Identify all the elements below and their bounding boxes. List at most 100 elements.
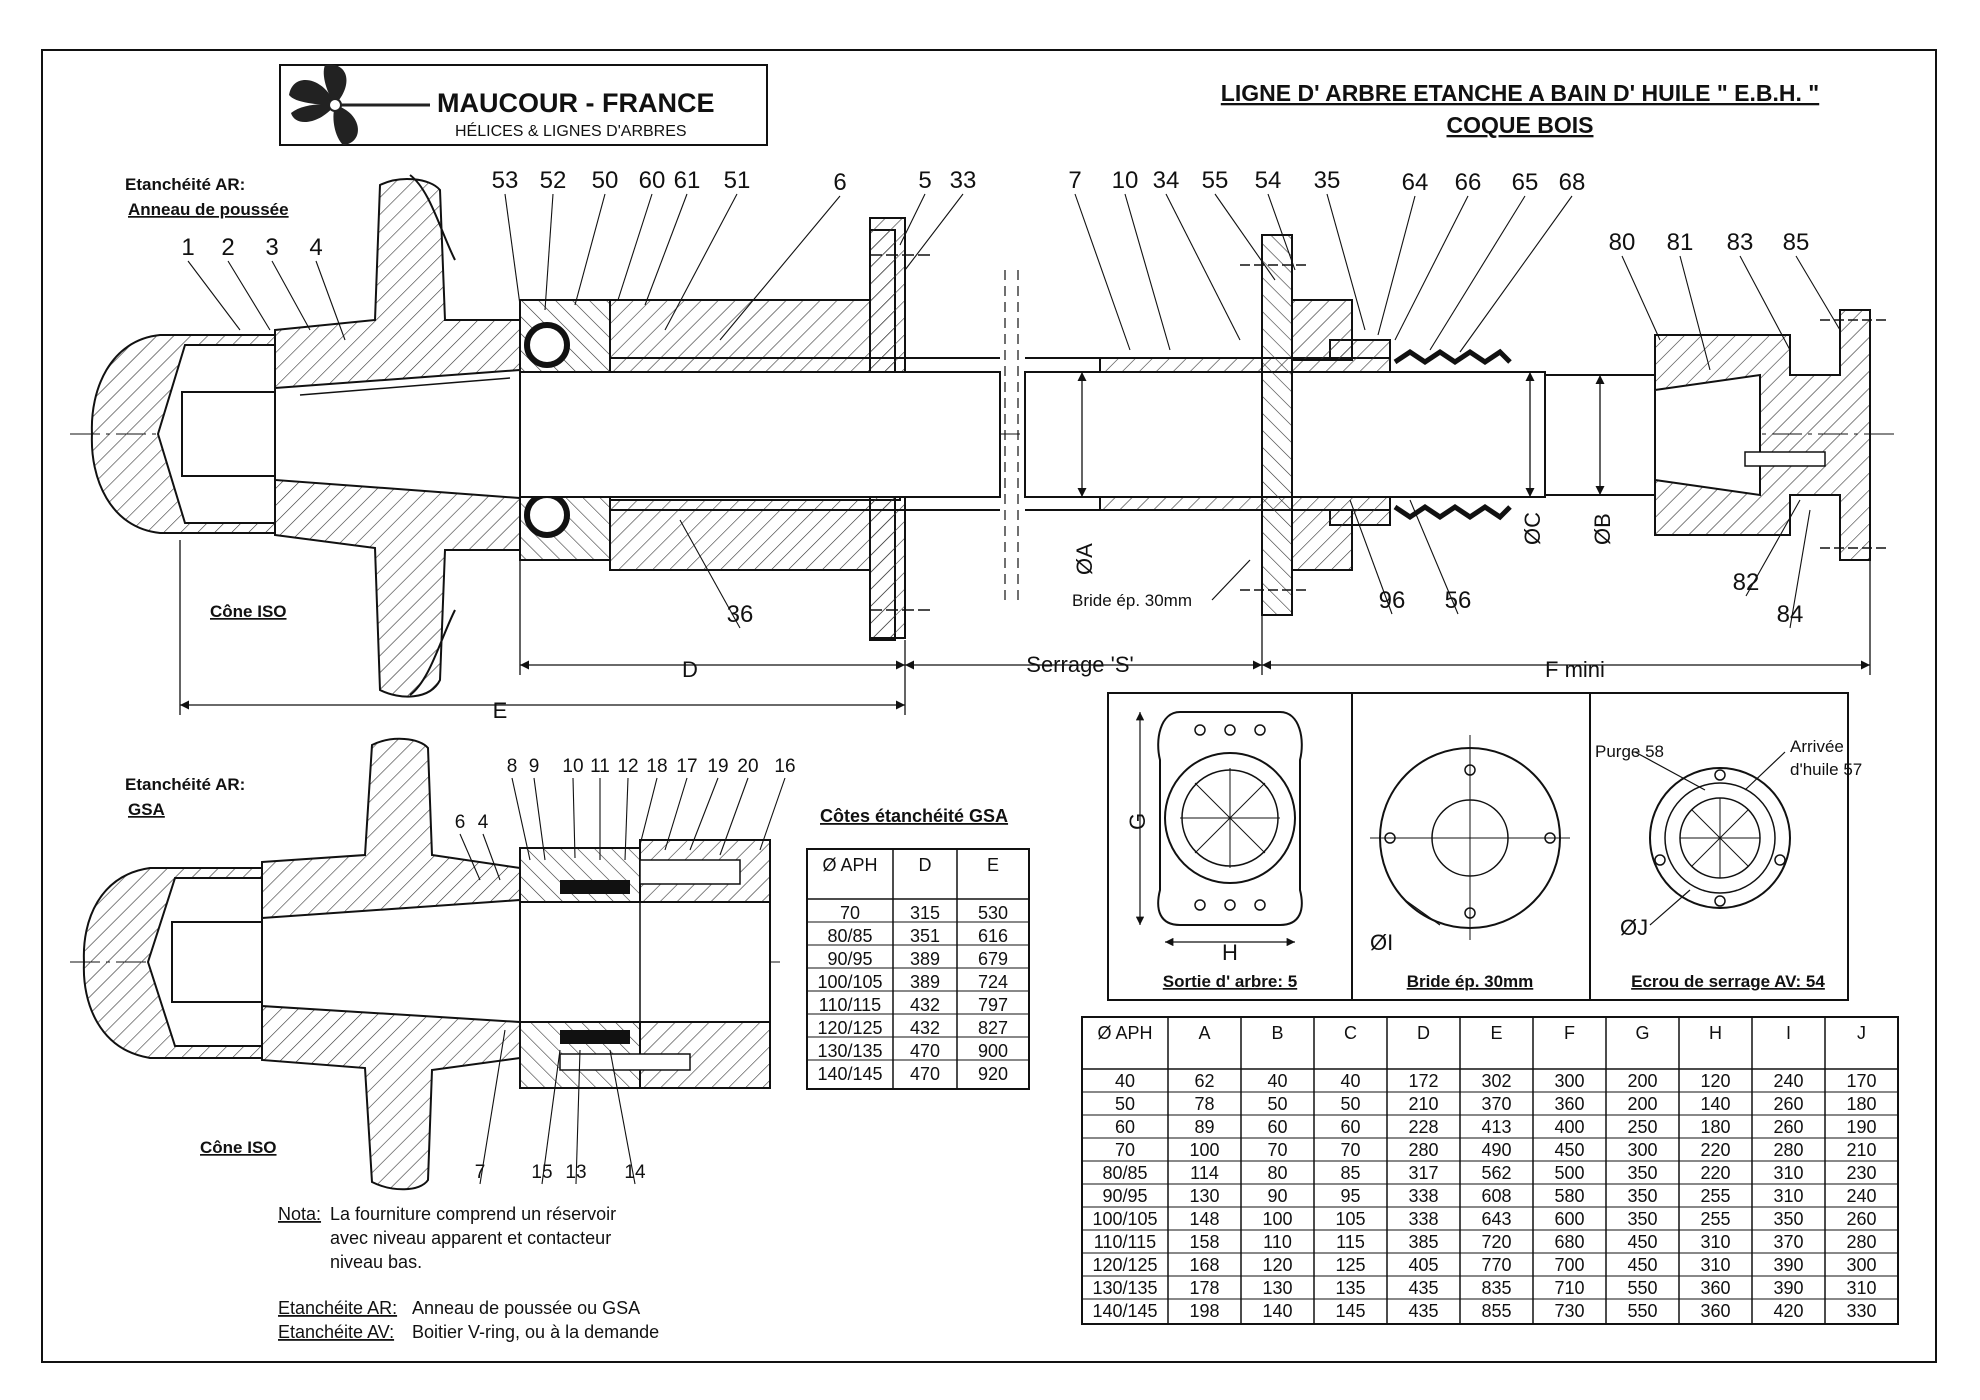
part-number-label: 18 bbox=[646, 756, 667, 777]
dia-label-C: ØC bbox=[1520, 512, 1545, 545]
main-table-cell: 210 bbox=[1408, 1094, 1438, 1114]
nota-line-1: La fourniture comprend un réservoir bbox=[330, 1204, 616, 1224]
main-table-cell: 220 bbox=[1700, 1163, 1730, 1183]
main-table-cell: 198 bbox=[1189, 1301, 1219, 1321]
purge-label: Purge 58 bbox=[1595, 742, 1664, 761]
part-number-label: 53 bbox=[492, 167, 519, 194]
part-number-label: 83 bbox=[1727, 229, 1754, 256]
part-number-label: 85 bbox=[1783, 229, 1810, 256]
main-table-cell: 450 bbox=[1554, 1140, 1584, 1160]
main-table-header: C bbox=[1344, 1023, 1357, 1043]
part-number-label: 7 bbox=[1068, 167, 1081, 194]
main-table-frame bbox=[1081, 1016, 1899, 1325]
leader-line bbox=[544, 193, 554, 311]
dim-label-D: D bbox=[682, 657, 698, 682]
panel3-label: Ecrou de serrage AV: 54 bbox=[1631, 972, 1825, 991]
gsa-table-header: D bbox=[919, 855, 932, 875]
main-table-cell: 835 bbox=[1481, 1278, 1511, 1298]
main-table-cell: 255 bbox=[1700, 1209, 1730, 1229]
part-number-label: 15 bbox=[531, 1162, 552, 1183]
main-table-cell: 40 bbox=[1115, 1071, 1135, 1091]
gsa-table-cell: 679 bbox=[978, 949, 1008, 969]
gsa-table-cell: 70 bbox=[840, 903, 860, 923]
leader-line bbox=[1429, 195, 1526, 351]
leader-line bbox=[315, 260, 346, 341]
gsa-table-cell: 827 bbox=[978, 1018, 1008, 1038]
main-table-header: G bbox=[1635, 1023, 1649, 1043]
leader-line bbox=[1621, 255, 1661, 341]
gsa-table-cell: 432 bbox=[910, 995, 940, 1015]
main-table-header: E bbox=[1490, 1023, 1502, 1043]
gsa-table-cell: 470 bbox=[910, 1064, 940, 1084]
oil-inlet-label-1: Arrivée bbox=[1790, 737, 1844, 756]
leader-line bbox=[624, 777, 629, 861]
main-table-cell: 180 bbox=[1700, 1117, 1730, 1137]
main-table-cell: 200 bbox=[1627, 1094, 1657, 1114]
main-table-cell: 78 bbox=[1194, 1094, 1214, 1114]
main-table-cell: 608 bbox=[1481, 1186, 1511, 1206]
main-table-cell: 168 bbox=[1189, 1255, 1219, 1275]
part-number-label: 66 bbox=[1455, 169, 1482, 196]
gsa-table-cell: 130/135 bbox=[817, 1041, 882, 1061]
leader-line bbox=[719, 777, 749, 856]
gsa-table-cell: 100/105 bbox=[817, 972, 882, 992]
leader-line bbox=[1214, 193, 1276, 281]
main-table-cell: 435 bbox=[1408, 1301, 1438, 1321]
main-table-cell: 125 bbox=[1335, 1255, 1365, 1275]
leader-line bbox=[899, 193, 926, 246]
main-table-cell: 580 bbox=[1554, 1186, 1584, 1206]
main-table-cell: 40 bbox=[1340, 1071, 1360, 1091]
leader-line bbox=[617, 193, 653, 301]
main-table-header: B bbox=[1271, 1023, 1283, 1043]
leader-line bbox=[504, 193, 521, 306]
main-table-cell: 420 bbox=[1773, 1301, 1803, 1321]
sheet-border bbox=[41, 49, 1937, 1363]
part-number-label: 4 bbox=[478, 812, 489, 833]
main-table-cell: 40 bbox=[1267, 1071, 1287, 1091]
main-table-cell: 120 bbox=[1262, 1255, 1292, 1275]
gsa-table-frame bbox=[806, 848, 1030, 1090]
main-table-cell: 220 bbox=[1700, 1140, 1730, 1160]
gsa-table-cell: 616 bbox=[978, 926, 1008, 946]
main-table-cell: 140/145 bbox=[1092, 1301, 1157, 1321]
main-table-cell: 95 bbox=[1340, 1186, 1360, 1206]
main-table-cell: 50 bbox=[1340, 1094, 1360, 1114]
main-table-cell: 178 bbox=[1189, 1278, 1219, 1298]
dim-label-G: G bbox=[1125, 813, 1150, 830]
part-number-label: 96 bbox=[1379, 587, 1406, 614]
leader-line bbox=[609, 1049, 636, 1185]
seal-av-value: Boitier V-ring, ou à la demande bbox=[412, 1322, 659, 1342]
main-table-cell: 500 bbox=[1554, 1163, 1584, 1183]
seal-title-gsa-2: GSA bbox=[128, 800, 165, 819]
mounting-flange bbox=[1261, 234, 1293, 616]
main-table-cell: 170 bbox=[1846, 1071, 1876, 1091]
main-table-cell: 385 bbox=[1408, 1232, 1438, 1252]
gsa-table-cell: 470 bbox=[910, 1041, 940, 1061]
leader-line bbox=[1124, 193, 1171, 351]
main-table-cell: 317 bbox=[1408, 1163, 1438, 1183]
leader-line bbox=[482, 833, 501, 881]
dim-label-E: E bbox=[493, 698, 508, 723]
gsa-table-cell: 351 bbox=[910, 926, 940, 946]
main-table-cell: 135 bbox=[1335, 1278, 1365, 1298]
main-table-cell: 310 bbox=[1700, 1232, 1730, 1252]
main-table-cell: 490 bbox=[1481, 1140, 1511, 1160]
leader-line bbox=[575, 1049, 581, 1185]
leader-line bbox=[227, 260, 271, 331]
part-number-label: 35 bbox=[1314, 167, 1341, 194]
part-number-label: 19 bbox=[707, 756, 728, 777]
gsa-table-cell: 797 bbox=[978, 995, 1008, 1015]
main-table-cell: 330 bbox=[1846, 1301, 1876, 1321]
leader-line bbox=[1679, 255, 1711, 371]
leader-line bbox=[904, 193, 964, 271]
leader-line bbox=[719, 195, 841, 341]
main-table-cell: 643 bbox=[1481, 1209, 1511, 1229]
main-table-cell: 710 bbox=[1554, 1278, 1584, 1298]
gsa-table-cell: 90/95 bbox=[827, 949, 872, 969]
leader-line bbox=[1074, 193, 1131, 351]
leader-line bbox=[533, 777, 546, 861]
dim-label-F: F mini bbox=[1545, 657, 1605, 682]
